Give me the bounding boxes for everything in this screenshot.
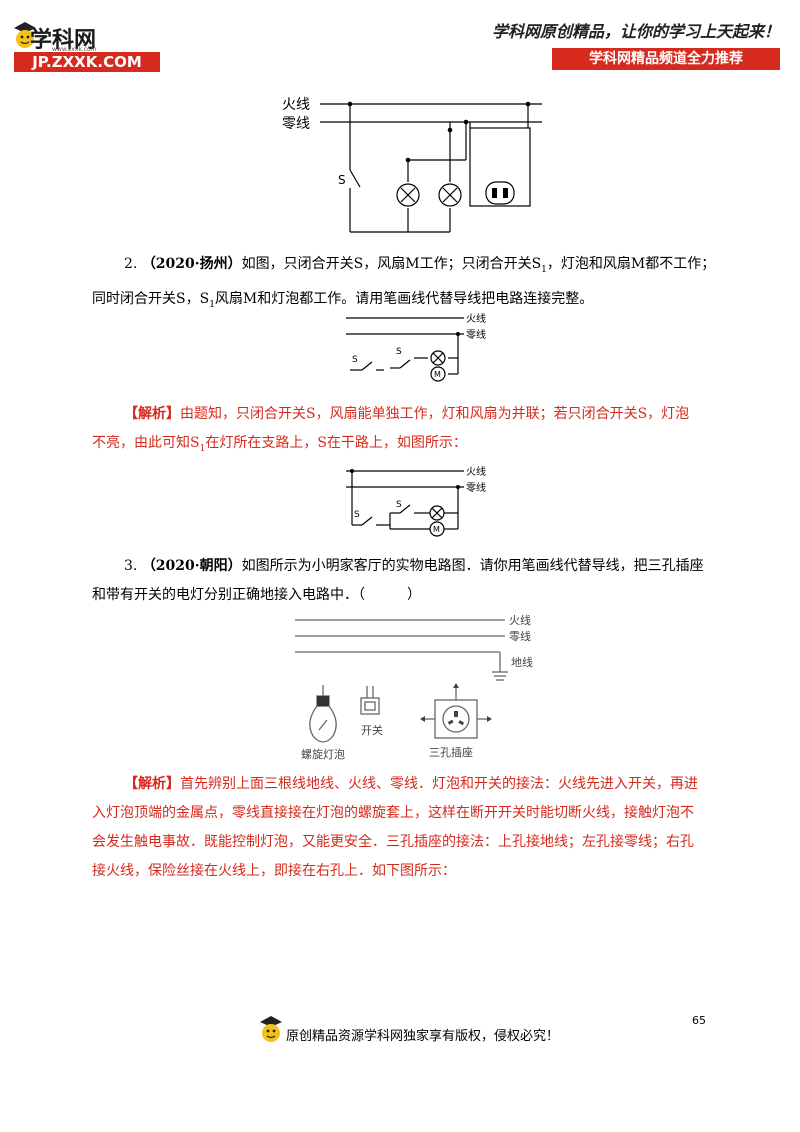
footer-mascot-icon bbox=[260, 1016, 282, 1042]
figure2-s1-label: S bbox=[396, 347, 402, 357]
answer-3-line3: 会发生触电事故．既能控制灯泡，又能更安全．三孔插座的接法：上孔接地线；左孔接零线… bbox=[92, 834, 694, 850]
answer-2-text-2a: 不亮，由此可知S bbox=[92, 435, 200, 451]
question-3-source: （2020·朝阳） bbox=[141, 558, 242, 574]
question-2-text-1b: ，灯泡和风扇M都不工作； bbox=[546, 256, 716, 272]
answer-2-text-1: 由题知，只闭合开关S，风扇能单独工作，灯和风扇为并联；若只闭合开关S，灯泡 bbox=[180, 406, 690, 422]
figure1-neutral-label: 零线 bbox=[282, 116, 310, 132]
header-slogan: 学科网原创精品，让你的学习上天起来！ bbox=[491, 22, 780, 41]
answer-2-tag: 【解析】 bbox=[124, 406, 180, 422]
figure3-s-label: S bbox=[354, 510, 360, 520]
figure4-socket-label: 三孔插座 bbox=[429, 745, 473, 759]
question-3-line1: 3. （2020·朝阳）如图所示为小明家客厅的实物电路图．请你用笔画线代替导线，… bbox=[92, 552, 722, 581]
figure2-circuit: 火线 零线 S S M bbox=[346, 312, 486, 382]
figure4-bulb-label: 螺旋灯泡 bbox=[301, 747, 345, 761]
answer-3-text-1: 首先辨别上面三根线地线、火线、零线．灯泡和开关的接法：火线先进入开关，再进 bbox=[180, 776, 698, 792]
figure3-motor-label: M bbox=[433, 525, 440, 534]
question-2-sub-1: 1 bbox=[541, 264, 547, 275]
answer-2-text-2b: 在灯所在支路上，S在干路上，如图所示： bbox=[205, 435, 467, 451]
answer-3-tag: 【解析】 bbox=[124, 776, 180, 792]
question-2-line2: 同时闭合开关S，S1风扇M和灯泡都工作。请用笔画线代替导线把电路连接完整。 bbox=[92, 285, 722, 320]
answer-2-sub: 1 bbox=[199, 443, 206, 454]
question-2-sub-2: 1 bbox=[209, 299, 215, 310]
figure3-neutral-label: 零线 bbox=[466, 481, 486, 494]
footer-copyright: 原创精品资源学科网独家享有版权，侵权必究！ bbox=[286, 1029, 560, 1044]
mascot-icon bbox=[14, 22, 36, 48]
figure1-circuit: 火线 零线 S bbox=[282, 97, 542, 233]
answer-3-line2: 入灯泡顶端的金属点，零线直接接在灯泡的螺旋套上，这样在断开开关时能切断火线，接触… bbox=[92, 805, 694, 821]
question-3-text-1: 如图所示为小明家客厅的实物电路图．请你用笔画线代替导线，把三孔插座 bbox=[241, 558, 704, 574]
figure4-real-circuit: 火线 零线 地线 螺旋灯泡 开关 三孔插座 bbox=[295, 613, 533, 761]
figure1-switch-label: S bbox=[338, 173, 346, 187]
question-2-number: 2. bbox=[124, 256, 138, 272]
logo-text: 学科网 bbox=[30, 28, 97, 53]
logo-domain: JP.ZXXK.COM bbox=[14, 52, 160, 72]
question-3-line2: 和带有开关的电灯分别正确地接入电路中．（ ） bbox=[92, 587, 421, 603]
figure2-s-label: S bbox=[352, 355, 358, 365]
figure2-live-label: 火线 bbox=[466, 312, 486, 325]
header-banner: 学科网精品频道全力推荐 bbox=[552, 48, 780, 70]
answer-3-line4: 接火线，保险丝接在火线上，即接在右孔上．如下图所示： bbox=[92, 863, 456, 879]
question-2-text-2b: 风扇M和灯泡都工作。请用笔画线代替导线把电路连接完整。 bbox=[214, 290, 594, 307]
figure3-circuit: 火线 零线 S S M bbox=[346, 465, 486, 537]
page-number: 65 bbox=[692, 1014, 706, 1027]
answer-3: 【解析】首先辨别上面三根线地线、火线、零线．灯泡和开关的接法：火线先进入开关，再… bbox=[92, 770, 722, 886]
figure4-ground-label: 地线 bbox=[511, 655, 533, 669]
figure4-switch-label: 开关 bbox=[361, 723, 383, 737]
question-2-line1: 2. （2020·扬州）如图，只闭合开关S，风扇M工作；只闭合开关S1，灯泡和风… bbox=[92, 250, 722, 285]
question-2-source: （2020·扬州） bbox=[141, 256, 242, 272]
logo-url: www.zxxk.com bbox=[52, 46, 97, 53]
figure4-neutral-label: 零线 bbox=[509, 629, 531, 643]
question-2: 2. （2020·扬州）如图，只闭合开关S，风扇M工作；只闭合开关S1，灯泡和风… bbox=[92, 250, 722, 320]
figure1-live-label: 火线 bbox=[282, 97, 310, 113]
header-logo bbox=[10, 14, 170, 76]
question-2-text-1a: 如图，只闭合开关S，风扇M工作；只闭合开关S bbox=[241, 256, 542, 272]
figure3-s1-label: S bbox=[396, 500, 402, 510]
answer-3-line1: 【解析】首先辨别上面三根线地线、火线、零线．灯泡和开关的接法：火线先进入开关，再… bbox=[92, 770, 722, 799]
question-3: 3. （2020·朝阳）如图所示为小明家客厅的实物电路图．请你用笔画线代替导线，… bbox=[92, 552, 722, 610]
answer-2-line1: 【解析】由题知，只闭合开关S，风扇能单独工作，灯和风扇为并联；若只闭合开关S，灯… bbox=[92, 400, 722, 429]
question-2-text-2a: 同时闭合开关S，S bbox=[92, 290, 210, 307]
question-3-number: 3. bbox=[124, 558, 138, 574]
figure3-live-label: 火线 bbox=[466, 465, 486, 478]
figure2-neutral-label: 零线 bbox=[466, 328, 486, 341]
figure4-live-label: 火线 bbox=[509, 613, 531, 627]
answer-2: 【解析】由题知，只闭合开关S，风扇能单独工作，灯和风扇为并联；若只闭合开关S，灯… bbox=[92, 400, 722, 464]
figure2-motor-label: M bbox=[434, 370, 441, 379]
answer-2-line2: 不亮，由此可知S1在灯所在支路上，S在干路上，如图所示： bbox=[92, 429, 722, 464]
